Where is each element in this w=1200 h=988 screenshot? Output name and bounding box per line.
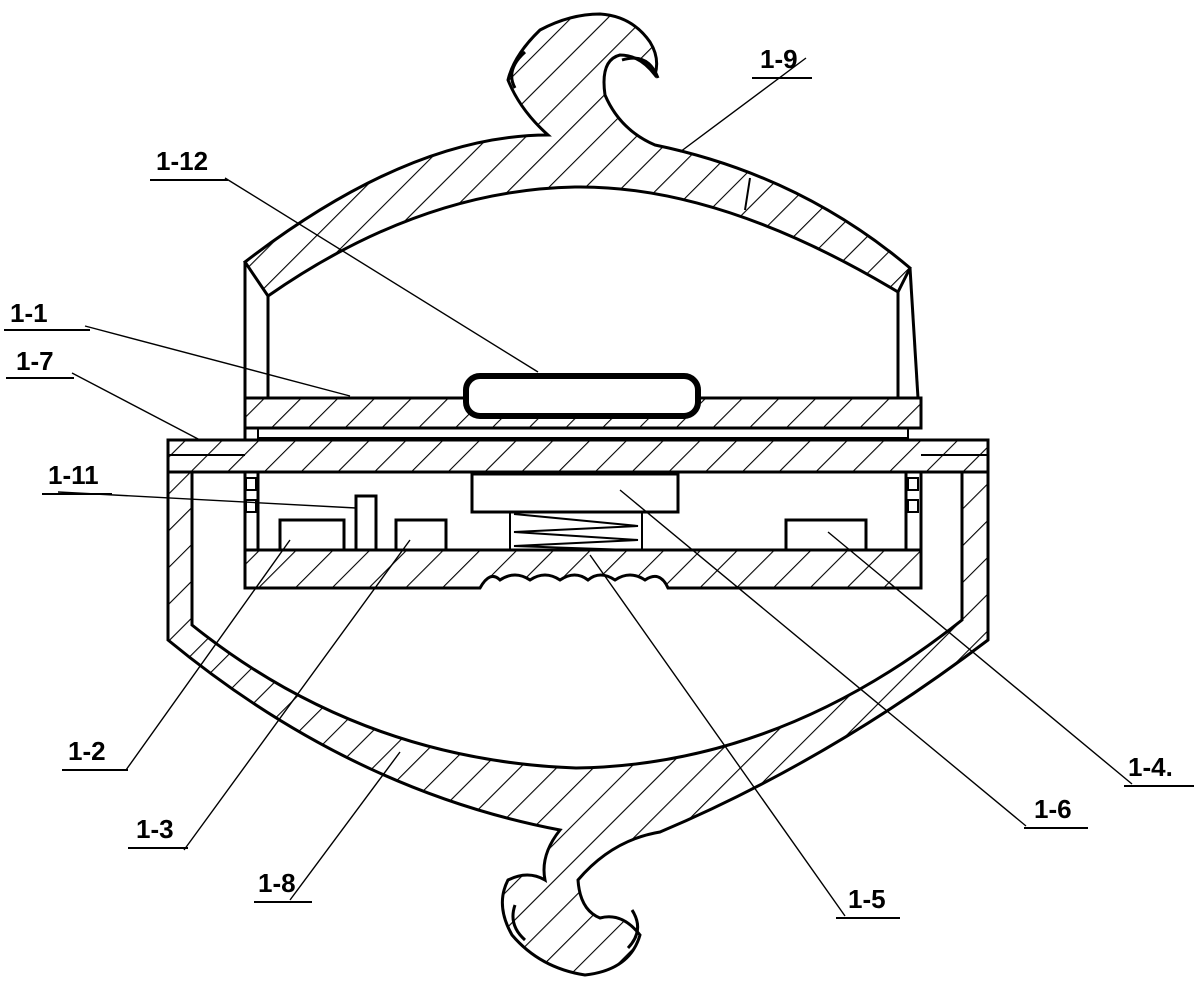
label-text-1-12: 1-12 [156, 146, 208, 176]
component-1-11 [354, 494, 378, 552]
label-1-11: 1-11 [42, 460, 112, 495]
base-flange [166, 438, 990, 474]
label-1-9: 1-9 [752, 44, 812, 79]
label-1-8: 1-8 [254, 868, 312, 903]
label-1-2: 1-2 [62, 736, 128, 771]
label-text-1-7: 1-7 [16, 346, 54, 376]
component-1-4 [784, 518, 868, 552]
label-text-1-1: 1-1 [10, 298, 48, 328]
leader-lines [57, 57, 1133, 917]
capsule-component [463, 373, 701, 419]
label-1-12: 1-12 [150, 146, 228, 181]
label-text-1-5: 1-5 [848, 884, 886, 914]
label-1-1: 1-1 [4, 298, 90, 331]
component-1-2 [278, 518, 346, 552]
spring-1-5 [509, 512, 643, 551]
lower-shell [166, 470, 990, 977]
label-text-1-8: 1-8 [258, 868, 296, 898]
label-text-1-2: 1-2 [68, 736, 106, 766]
label-text-1-6: 1-6 [1034, 794, 1072, 824]
component-1-3 [394, 518, 448, 552]
label-text-1-4: 1-4. [1128, 752, 1173, 782]
label-text-1-9: 1-9 [760, 44, 798, 74]
label-1-3: 1-3 [128, 814, 188, 849]
label-1-6: 1-6 [1024, 794, 1088, 829]
component-1-6 [470, 472, 680, 514]
label-1-4: 1-4. [1124, 752, 1194, 787]
label-text-1-3: 1-3 [136, 814, 174, 844]
inner-housing [243, 472, 923, 590]
label-text-1-11: 1-11 [48, 460, 99, 490]
label-1-7: 1-7 [6, 346, 74, 379]
label-1-5: 1-5 [836, 884, 900, 919]
